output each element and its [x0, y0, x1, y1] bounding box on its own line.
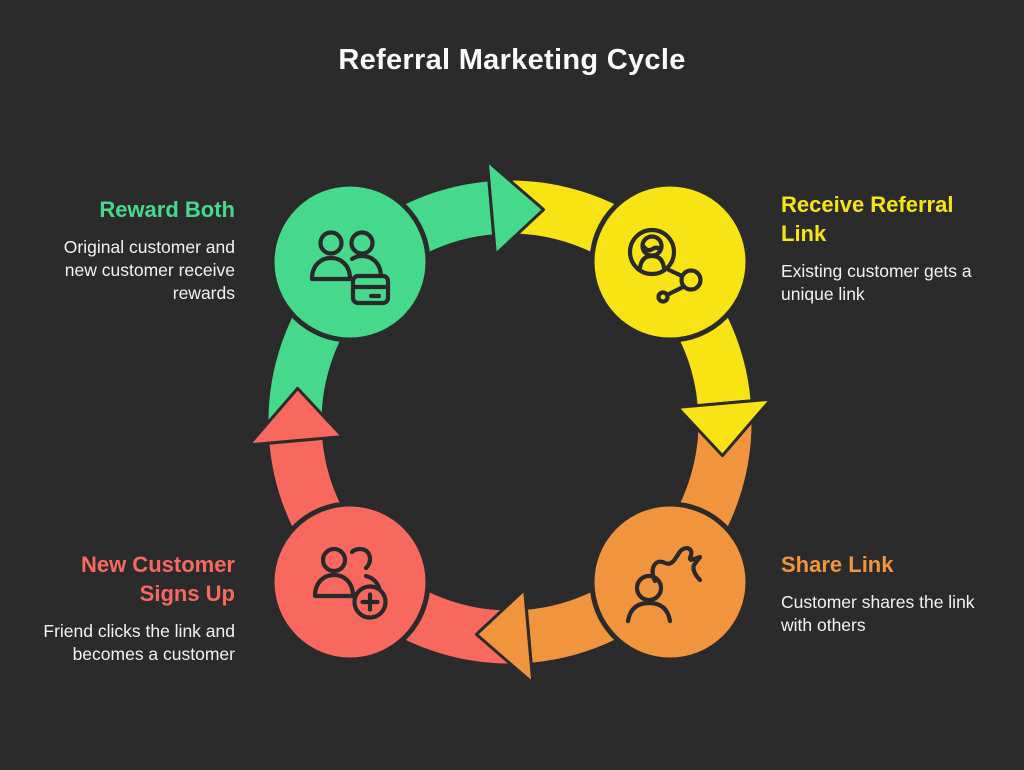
step-receive-referral-link: Receive Referral Link Existing customer …	[781, 190, 996, 306]
user-add-icon	[312, 546, 388, 620]
share-link-node	[589, 501, 751, 663]
users-card-icon	[309, 230, 391, 306]
step-new-customer-signs-up: New Customer Signs Up Friend clicks the …	[35, 550, 235, 666]
step-description: Original customer and new customer recei…	[63, 237, 235, 304]
orange-arrowhead	[474, 587, 535, 685]
step-heading: New Customer Signs Up	[80, 552, 235, 607]
step-reward-both: Reward Both Original customer and new cu…	[35, 195, 235, 305]
user-network-icon	[627, 227, 703, 304]
step-description: Existing customer gets a unique link	[781, 261, 972, 305]
red-arrowhead	[247, 386, 345, 447]
step-heading: Reward Both	[99, 197, 235, 222]
reward-both-node	[269, 181, 431, 343]
yellow-arrowhead	[675, 397, 773, 458]
step-description: Friend clicks the link and becomes a cus…	[43, 621, 235, 665]
step-description: Customer shares the link with others	[781, 592, 975, 636]
green-arrowhead	[485, 159, 546, 257]
page-title: Referral Marketing Cycle	[338, 44, 686, 76]
step-share-link: Share Link Customer shares the link with…	[781, 550, 996, 637]
user-share-arrow-icon	[625, 546, 703, 624]
step-heading: Receive Referral Link	[781, 192, 954, 247]
step-heading: Share Link	[781, 552, 894, 577]
